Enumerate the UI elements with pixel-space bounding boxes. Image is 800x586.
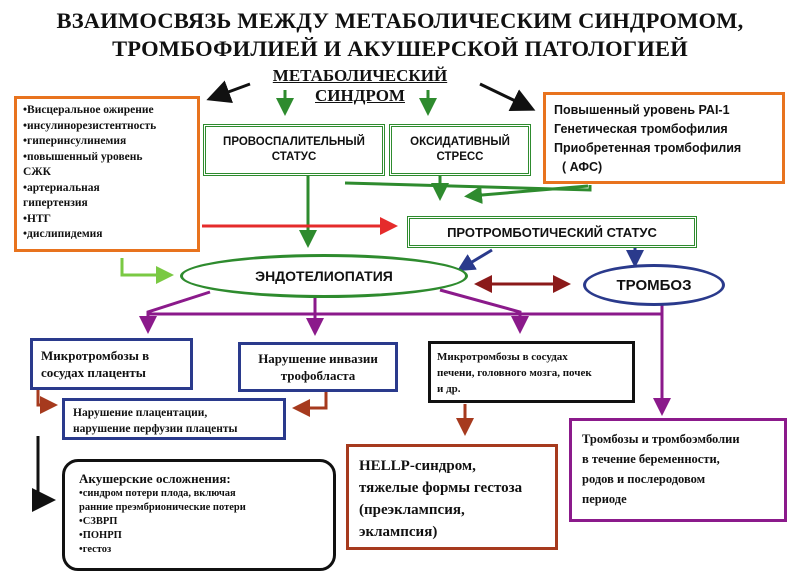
hellp-line-2: тяжелые формы гестоза <box>359 480 523 496</box>
risk-factor-item: инсулинорезистентность <box>23 119 191 135</box>
thrombophilia-line-1: Повышенный уровень PAI-1 <box>554 103 730 117</box>
obstetric-item: ПОНРП <box>79 529 319 543</box>
organ-micro-line-3: и др. <box>437 383 461 395</box>
thrombophilia-line-2: Генетическая тромбофилия <box>554 122 728 136</box>
metabolic-syndrome-line-1: МЕТАБОЛИЧЕСКИЙ <box>272 66 448 85</box>
oxidative-stress-box: ОКСИДАТИВНЫЙ СТРЕСС <box>389 124 531 176</box>
placenta-micro-line-2: сосудах плаценты <box>41 365 146 380</box>
obstetric-item: синдром потери плода, включая ранние пре… <box>79 487 319 515</box>
title-line-1: ВЗАИМОСВЯЗЬ МЕЖДУ МЕТАБОЛИЧЕСКИМ СИНДРОМ… <box>56 8 744 33</box>
thrombophilia-line-3: Приобретенная тромбофилия <box>554 141 742 155</box>
placentation-box: Нарушение плацентации, нарушение перфузи… <box>62 398 286 440</box>
organ-microthrombosis-box: Микротромбозы в сосудах печени, головног… <box>428 341 635 403</box>
thromboembolism-line-4: периоде <box>582 492 627 506</box>
risk-factor-item: повышенный уровень СЖК <box>23 150 191 181</box>
hellp-line-3: (преэклампсия, <box>359 502 465 518</box>
trophoblast-line-2: трофобласта <box>280 368 356 383</box>
thromboembolism-line-1: Тромбозы и тромбоэмболии <box>582 432 740 446</box>
oxidative-line-2: СТРЕСС <box>436 151 484 163</box>
risk-factor-item: НТГ <box>23 212 191 228</box>
trophoblast-box: Нарушение инвазии трофобласта <box>238 342 398 392</box>
hellp-line-4: эклампсия) <box>359 524 438 540</box>
obstetric-list: синдром потери плода, включая ранние пре… <box>79 487 319 557</box>
risk-factor-item: дислипидемия <box>23 227 191 243</box>
thrombosis-ellipse: ТРОМБОЗ <box>583 264 725 306</box>
endotheliopathy-label: ЭНДОТЕЛИОПАТИЯ <box>255 268 393 284</box>
proinflammatory-status-box: ПРОВОСПАЛИТЕЛЬНЫЙ СТАТУС <box>203 124 385 176</box>
title-line-2: ТРОМБОФИЛИЕЙ И АКУШЕРСКОЙ ПАТОЛОГИЕЙ <box>112 36 688 61</box>
hellp-line-1: HELLP-синдром, <box>359 458 476 474</box>
proinflammatory-line-1: ПРОВОСПАЛИТЕЛЬНЫЙ <box>223 136 365 148</box>
proinflammatory-line-2: СТАТУС <box>271 151 317 163</box>
thrombosis-label: ТРОМБОЗ <box>616 276 692 294</box>
thromboembolism-line-2: в течение беременности, <box>582 452 720 466</box>
risk-factors-list: Висцеральное ожирение инсулинорезистентн… <box>23 103 191 243</box>
thrombophilia-line-4: ( АФС) <box>562 160 603 174</box>
prothrombotic-status-box: ПРОТРОМБОТИЧЕСКИЙ СТАТУС <box>407 216 697 248</box>
risk-factor-item: Висцеральное ожирение <box>23 103 191 119</box>
placenta-micro-line-1: Микротромбозы в <box>41 348 150 363</box>
placentation-line-2: нарушение перфузии плаценты <box>73 423 238 435</box>
obstetric-heading: Акушерские осложнения: <box>79 471 231 486</box>
thrombophilia-box: Повышенный уровень PAI-1 Генетическая тр… <box>543 92 785 184</box>
thromboembolism-box: Тромбозы и тромбоэмболии в течение берем… <box>569 418 787 522</box>
endotheliopathy-ellipse: ЭНДОТЕЛИОПАТИЯ <box>180 254 468 298</box>
risk-factor-item: гиперинсулинемия <box>23 134 191 150</box>
risk-factors-box: Висцеральное ожирение инсулинорезистентн… <box>14 96 200 252</box>
placentation-line-1: Нарушение плацентации, <box>73 407 208 419</box>
organ-micro-line-1: Микротромбозы в сосудах <box>437 351 568 363</box>
risk-factor-item: артериальная гипертензия <box>23 181 191 212</box>
trophoblast-line-1: Нарушение инвазии <box>258 351 378 366</box>
placenta-microthrombosis-box: Микротромбозы в сосудах плаценты <box>30 338 193 390</box>
thromboembolism-line-3: родов и послеродовом <box>582 472 706 486</box>
prothrombotic-label: ПРОТРОМБОТИЧЕСКИЙ СТАТУС <box>447 224 657 240</box>
obstetric-complications-box: Акушерские осложнения: синдром потери пл… <box>62 459 336 571</box>
organ-micro-line-2: печени, головного мозга, почек <box>437 367 592 379</box>
oxidative-line-1: ОКСИДАТИВНЫЙ <box>410 136 510 148</box>
obstetric-item: СЗВРП <box>79 515 319 529</box>
hellp-syndrome-box: HELLP-синдром, тяжелые формы гестоза (пр… <box>346 444 558 550</box>
metabolic-syndrome-line-2: СИНДРОМ <box>315 86 405 105</box>
obstetric-item: гестоз <box>79 543 319 557</box>
